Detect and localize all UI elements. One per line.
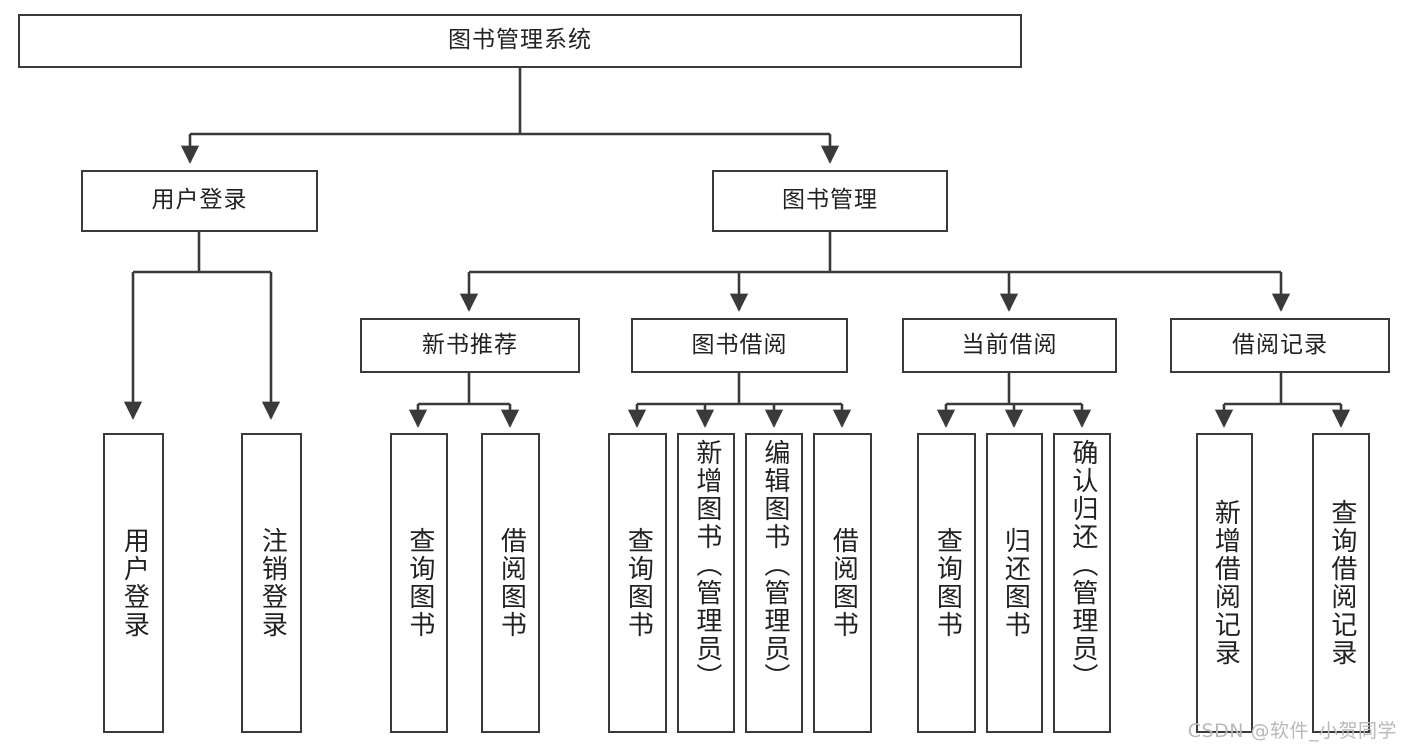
node-label: 图书借阅 (691, 331, 788, 358)
node-label: 查询图书 (932, 527, 963, 639)
node-leaf-borrow-book[interactable]: 借阅图书 (813, 433, 872, 733)
node-leaf-query-book-current[interactable]: 查询图书 (917, 433, 976, 733)
node-leaf-logout[interactable]: 注销登录 (241, 433, 302, 733)
node-new-book-recommend[interactable]: 新书推荐 (360, 318, 580, 373)
node-label: 归还图书 (1000, 527, 1031, 639)
node-book-borrow[interactable]: 图书借阅 (631, 318, 848, 373)
node-leaf-query-book-borrow[interactable]: 查询图书 (608, 433, 667, 733)
node-borrow-records[interactable]: 借阅记录 (1170, 318, 1390, 373)
node-label: 查询借阅记录 (1326, 499, 1357, 667)
node-label: 注销登录 (257, 527, 288, 639)
node-root-system[interactable]: 图书管理系统 (18, 14, 1022, 68)
node-label: 借阅记录 (1232, 331, 1328, 358)
node-leaf-add-borrow-record[interactable]: 新增借阅记录 (1196, 433, 1253, 733)
node-leaf-query-book-recommend[interactable]: 查询图书 (390, 433, 448, 733)
node-label: 新书推荐 (422, 331, 518, 358)
node-leaf-confirm-return-admin[interactable]: 确认归还（管理员） (1053, 433, 1111, 733)
node-user-login[interactable]: 用户登录 (81, 170, 318, 232)
node-label: 当前借阅 (961, 331, 1058, 358)
node-book-management[interactable]: 图书管理 (712, 170, 948, 232)
node-label: 借阅图书 (496, 527, 527, 639)
node-label: 新增图书（管理员） (691, 439, 722, 691)
node-leaf-edit-book-admin[interactable]: 编辑图书（管理员） (745, 433, 803, 733)
node-label: 查询图书 (404, 527, 435, 639)
node-leaf-user-login[interactable]: 用户登录 (103, 433, 164, 733)
node-leaf-add-book-admin[interactable]: 新增图书（管理员） (677, 433, 735, 733)
node-current-borrow[interactable]: 当前借阅 (902, 318, 1117, 373)
csdn-watermark: CSDN @软件_小贺同学 (1187, 720, 1397, 742)
node-label: 用户登录 (119, 527, 150, 639)
node-leaf-query-borrow-record[interactable]: 查询借阅记录 (1312, 433, 1370, 733)
node-label: 图书管理系统 (448, 27, 592, 54)
node-label: 确认归还（管理员） (1067, 439, 1098, 691)
node-label: 图书管理 (782, 187, 878, 214)
node-label: 编辑图书（管理员） (759, 439, 790, 691)
node-label: 查询图书 (623, 527, 654, 639)
node-label: 借阅图书 (828, 527, 859, 639)
node-leaf-return-book[interactable]: 归还图书 (986, 433, 1043, 733)
node-leaf-borrow-book-recommend[interactable]: 借阅图书 (481, 433, 540, 733)
node-label: 新增借阅记录 (1210, 499, 1241, 667)
node-label: 用户登录 (151, 187, 248, 214)
